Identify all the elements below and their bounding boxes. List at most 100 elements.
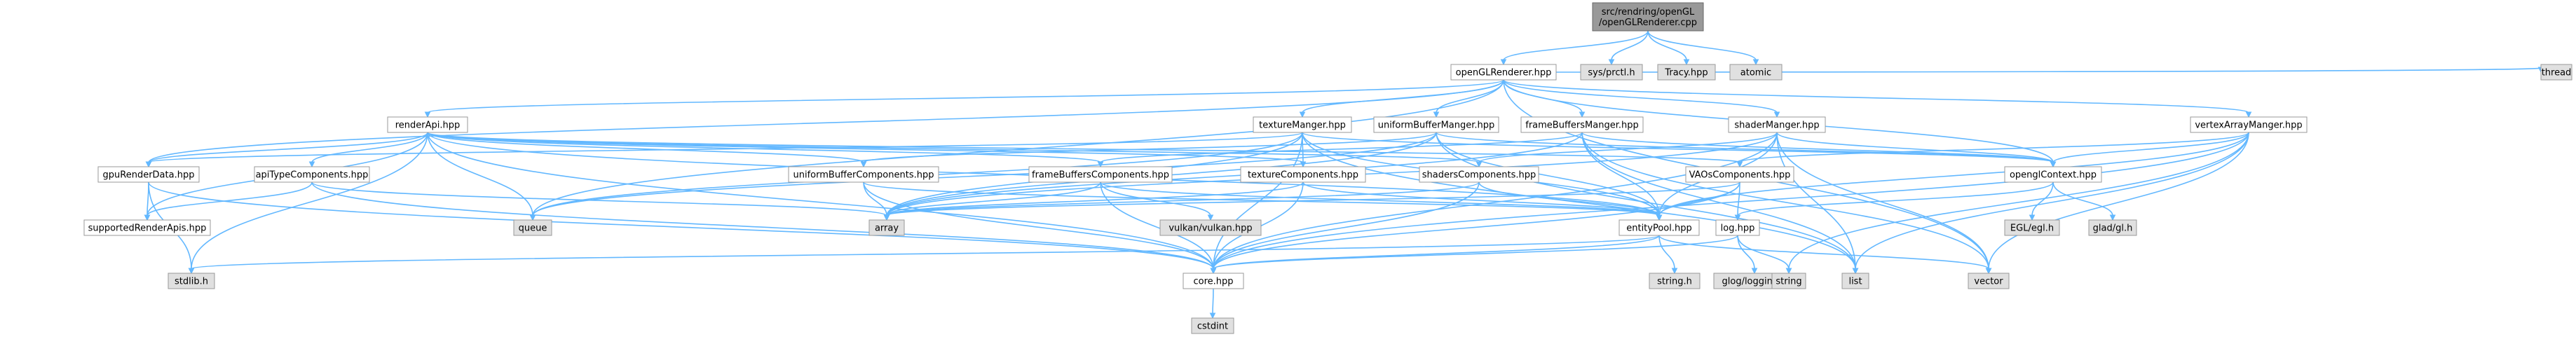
edges-layer — [144, 30, 2544, 319]
include-edge-shaderscomponents-to-core — [1213, 181, 1480, 270]
node-vertexarraymanger[interactable]: vertexArrayManger.hpp — [2190, 116, 2308, 133]
node-gpurenderdata[interactable]: gpuRenderData.hpp — [97, 166, 200, 183]
include-edge-renderapi-to-vaoscomponents — [427, 132, 1740, 163]
node-box — [1240, 166, 1366, 183]
node-label: frameBuffersComponents.hpp — [1032, 170, 1169, 181]
node-sys-prctl: sys/prctl.h — [1580, 64, 1643, 81]
edge-arrowhead-entitypool-to-stdlib — [188, 268, 195, 275]
node-box — [254, 166, 370, 183]
node-label: core.hpp — [1193, 277, 1233, 287]
node-vaoscomponents[interactable]: VAOsComponents.hpp — [1685, 166, 1794, 183]
node-label: openGLRenderer.hpp — [1456, 68, 1552, 78]
node-entitypool[interactable]: entityPool.hpp — [1618, 219, 1700, 236]
include-edge-entitypool-to-stdlib — [191, 235, 1660, 270]
node-supportedrenderapis[interactable]: supportedRenderApis.hpp — [83, 219, 211, 236]
node-string: string — [1771, 273, 1806, 289]
include-edge-uniformbuffermanger-to-entitypool — [1436, 132, 1660, 216]
include-edge-gpurenderdata-to-core — [148, 181, 1214, 270]
node-label: Tracy.hpp — [1664, 68, 1708, 78]
include-edge-framebuffersmanger-to-array — [886, 132, 1583, 216]
edge-arrowhead-framebufferscomponents-to-vulkan — [1207, 214, 1214, 221]
node-box — [2088, 219, 2137, 236]
node-label: /openGLRenderer.cpp — [1599, 18, 1697, 28]
node-box — [1450, 64, 1557, 81]
node-label: textureComponents.hpp — [1248, 170, 1358, 181]
include-edge-log-to-glog — [1737, 235, 1755, 270]
node-uniformbuffermanger[interactable]: uniformBufferManger.hpp — [1373, 116, 1499, 133]
node-label: gpuRenderData.hpp — [103, 170, 195, 181]
include-edge-texturemanger-to-list — [1302, 132, 1856, 270]
include-edge-renderapi-to-uniformbuffercomponents — [427, 132, 864, 163]
include-edge-vertexarraymanger-to-vaoscomponents — [1739, 132, 2249, 163]
node-egl: EGL/egl.h — [2004, 219, 2060, 236]
node-core[interactable]: core.hpp — [1183, 273, 1244, 289]
node-openglrenderer-hpp[interactable]: openGLRenderer.hpp — [1450, 64, 1557, 81]
node-log[interactable]: log.hpp — [1715, 219, 1760, 236]
include-edge-framebufferscomponents-to-array — [886, 181, 1101, 216]
include-edge-framebuffersmanger-to-framebufferscomponents — [1100, 132, 1583, 163]
edge-arrowhead-openglrenderer_hpp-to-shadermanger — [1773, 111, 1780, 118]
node-box — [788, 166, 939, 183]
include-edge-openglrenderer_hpp-to-queue — [532, 79, 1504, 216]
node-label: VAOsComponents.hpp — [1689, 170, 1791, 181]
node-renderapi[interactable]: renderApi.hpp — [387, 116, 468, 133]
include-edge-openglrenderer_hpp-to-shadermanger — [1503, 79, 1778, 113]
node-list: list — [1841, 273, 1869, 289]
node-label: vertexArrayManger.hpp — [2195, 121, 2302, 131]
node-box — [97, 166, 200, 183]
node-box — [1729, 64, 1783, 81]
edge-arrowhead-root-to-atomic — [1752, 59, 1759, 66]
node-box — [1728, 116, 1826, 133]
include-edge-renderapi-to-gpurenderdata — [148, 132, 428, 163]
node-label: uniformBufferComponents.hpp — [793, 170, 934, 181]
node-label: vulkan/vulkan.hpp — [1168, 223, 1252, 234]
include-edge-vertexarraymanger-to-list — [1855, 132, 2249, 270]
node-root[interactable]: src/rendring/openGL/openGLRenderer.cpp — [1592, 2, 1704, 32]
edge-arrowhead-vertexarraymanger-to-openglcontext — [2050, 161, 2057, 168]
edge-arrowhead-core-to-cstdint — [1209, 312, 1216, 319]
include-edge-root-to-tracy — [1647, 30, 1687, 61]
node-box — [1183, 273, 1244, 289]
include-edge-renderapi-to-texturecomponents — [427, 132, 1304, 163]
node-box — [387, 116, 468, 133]
node-atomic: atomic — [1729, 64, 1783, 81]
include-edge-vertexarraymanger-to-string — [1788, 132, 2249, 270]
edge-arrowhead-root-to-sys_prctl — [1608, 59, 1615, 66]
node-vulkan: vulkan/vulkan.hpp — [1159, 219, 1262, 236]
edge-arrowhead-openglrenderer_hpp-to-vertexarraymanger — [2245, 111, 2252, 118]
include-edge-framebuffersmanger-to-openglcontext — [1581, 132, 2054, 163]
node-label: log.hpp — [1721, 223, 1755, 234]
include-edge-shaderscomponents-to-array — [886, 181, 1480, 216]
include-edge-root-to-sys_prctl — [1611, 30, 1649, 61]
node-texturecomponents[interactable]: textureComponents.hpp — [1240, 166, 1366, 183]
include-edge-shadermanger-to-openglcontext — [1776, 132, 2054, 163]
edge-arrowhead-log-to-string — [1785, 268, 1792, 275]
include-edge-vertexarraymanger-to-openglcontext — [2052, 132, 2249, 163]
node-box — [868, 219, 905, 236]
node-openglcontext[interactable]: openglContext.hpp — [2004, 166, 2102, 183]
node-framebufferscomponents[interactable]: frameBuffersComponents.hpp — [1028, 166, 1173, 183]
node-uniformbuffercomponents[interactable]: uniformBufferComponents.hpp — [788, 166, 939, 183]
include-edge-log-to-string — [1737, 235, 1790, 270]
node-box — [2540, 64, 2572, 81]
include-edge-uniformbuffermanger-to-uniformbuffercomponents — [863, 132, 1437, 163]
node-label: glog/logging.h — [1722, 277, 1787, 287]
node-shaderscomponents[interactable]: shadersComponents.hpp — [1419, 166, 1539, 183]
node-label: thread — [2542, 68, 2572, 78]
node-box — [1373, 116, 1499, 133]
node-apitypecomponents[interactable]: apiTypeComponents.hpp — [254, 166, 370, 183]
include-edge-renderapi-to-apitypecomponents — [311, 132, 428, 163]
node-label: cstdint — [1197, 322, 1228, 332]
include-edge-apitypecomponents-to-array — [311, 181, 887, 216]
include-edge-shadermanger-to-shaderscomponents — [1478, 132, 1778, 163]
node-box — [1618, 219, 1700, 236]
node-texturemanger[interactable]: textureManger.hpp — [1253, 116, 1352, 133]
node-box — [1649, 273, 1701, 289]
include-edge-openglcontext-to-log — [1737, 181, 2054, 216]
include-edge-renderapi-to-queue — [427, 132, 533, 216]
node-shadermanger[interactable]: shaderManger.hpp — [1728, 116, 1826, 133]
node-framebuffersmanger[interactable]: frameBuffersManger.hpp — [1520, 116, 1644, 133]
node-label: array — [875, 223, 899, 234]
include-edge-texturemanger-to-gpurenderdata — [148, 132, 1303, 163]
